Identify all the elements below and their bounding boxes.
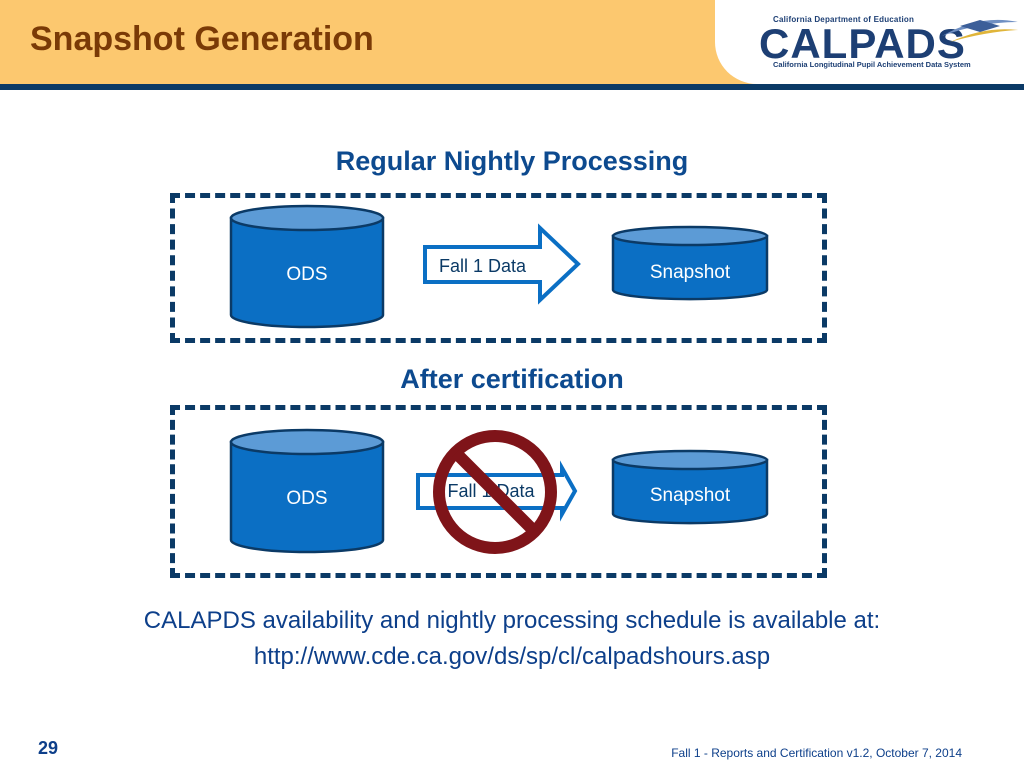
ods-database-icon	[229, 204, 385, 329]
snapshot-label: Snapshot	[649, 485, 731, 506]
regular-processing-panel	[170, 193, 827, 343]
after-certification-panel	[170, 405, 827, 578]
snapshot-database-icon	[611, 225, 769, 301]
logo-wordmark: CALPADS	[759, 20, 966, 67]
logo-swoosh-icon	[942, 19, 1018, 42]
snapshot-label: Snapshot	[649, 262, 731, 283]
document-footer: Fall 1 - Reports and Certification v1.2,…	[671, 746, 962, 760]
calpads-logo: California Department of Education CALPA…	[715, 0, 1024, 84]
ods-label: ODS	[286, 488, 328, 509]
panel-heading-after-certification: After certification	[400, 364, 624, 394]
page-number: 29	[38, 738, 59, 758]
ods-database-icon	[229, 428, 385, 554]
ods-label: ODS	[286, 264, 328, 285]
availability-note: CALAPDS availability and nightly process…	[143, 607, 881, 634]
prohibited-icon	[433, 430, 557, 554]
logo-subtitle: California Longitudinal Pupil Achievemen…	[773, 60, 971, 69]
panel-heading-regular: Regular Nightly Processing	[335, 146, 689, 176]
availability-url[interactable]: http://www.cde.ca.gov/ds/sp/cl/calpadsho…	[253, 643, 771, 670]
arrow-label: Fall 1 Data	[438, 256, 527, 276]
snapshot-database-icon	[611, 449, 769, 525]
fall-data-arrow-icon	[423, 223, 581, 305]
slide-title: Snapshot Generation	[30, 20, 374, 58]
logo-agency: California Department of Education	[773, 15, 915, 24]
header-divider	[0, 84, 1024, 90]
